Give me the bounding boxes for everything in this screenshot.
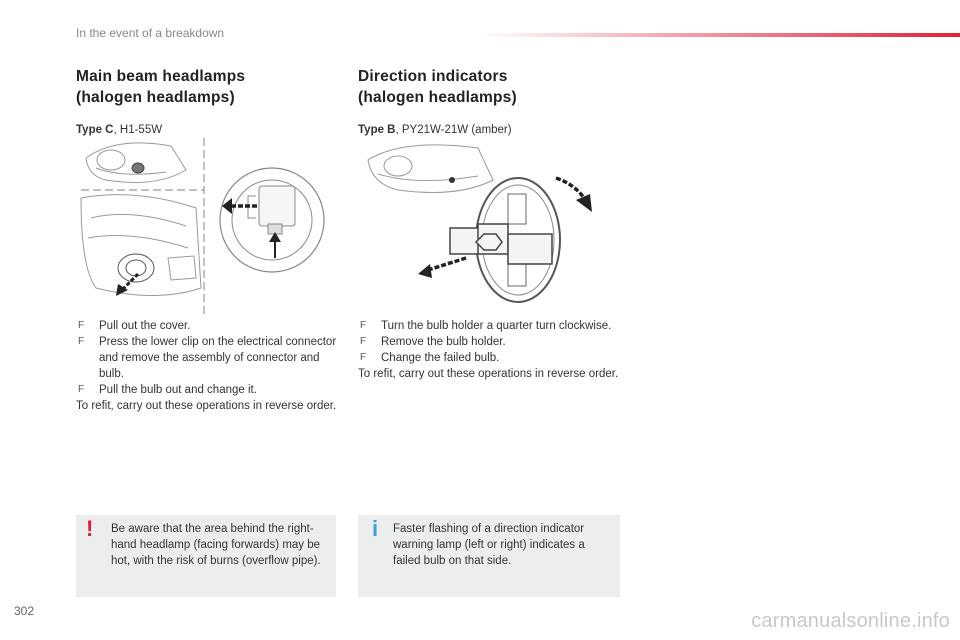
- direction-indicator-type-value: , PY21W-21W (amber): [395, 124, 512, 136]
- main-beam-type-value: , H1-55W: [113, 124, 163, 136]
- step-text: Pull the bulb out and change it.: [99, 384, 257, 396]
- step-text: Pull out the cover.: [99, 320, 191, 332]
- direction-indicator-steps: F Turn the bulb holder a quarter turn clo…: [358, 318, 620, 382]
- page-number: 302: [14, 604, 35, 618]
- section-title: In the event of a breakdown: [76, 26, 225, 40]
- step-marker-icon: F: [78, 336, 85, 347]
- step-marker-icon: F: [78, 384, 85, 395]
- main-beam-refit-text: To refit, carry out these operations in …: [76, 400, 337, 412]
- main-beam-step: F Pull the bulb out and change it.: [76, 382, 338, 398]
- info-icon: i: [372, 516, 379, 541]
- direction-indicator-refit-text: To refit, carry out these operations in …: [358, 368, 619, 380]
- direction-indicator-heading-line1: Direction indicators: [358, 68, 508, 85]
- header-accent-bar: [480, 33, 960, 37]
- direction-indicator-heading-line2: (halogen headlamps): [358, 89, 517, 106]
- main-beam-section: Main beam headlamps (halogen headlamps) …: [76, 66, 336, 136]
- direction-indicator-type-label: Type B: [358, 124, 396, 136]
- direction-indicator-section: Direction indicators (halogen headlamps)…: [358, 66, 618, 136]
- direction-indicator-step: F Change the failed bulb.: [358, 350, 620, 366]
- step-text: Remove the bulb holder.: [381, 336, 506, 348]
- main-beam-heading-line2: (halogen headlamps): [76, 89, 235, 106]
- step-marker-icon: F: [78, 320, 85, 331]
- main-beam-step: F Pull out the cover.: [76, 318, 338, 334]
- direction-indicator-illustration: [367, 144, 592, 303]
- step-marker-icon: F: [360, 352, 367, 363]
- main-beam-step: F Press the lower clip on the electrical …: [76, 334, 338, 382]
- main-beam-heading-line1: Main beam headlamps: [76, 68, 246, 85]
- main-beam-steps: F Pull out the cover. F Press the lower cl…: [76, 318, 338, 414]
- main-beam-illustration: [80, 138, 325, 316]
- step-text: Press the lower clip on the electrical c…: [99, 336, 337, 380]
- direction-indicator-step: F Remove the bulb holder.: [358, 334, 620, 350]
- main-beam-type-label: Type C: [76, 124, 114, 136]
- main-beam-bulb-type: Type C, H1-55W: [76, 124, 336, 136]
- step-text: Change the failed bulb.: [381, 352, 500, 364]
- direction-indicator-bulb-type: Type B, PY21W-21W (amber): [358, 124, 618, 136]
- step-text: Turn the bulb holder a quarter turn cloc…: [381, 320, 612, 332]
- warning-icon: !: [86, 516, 94, 541]
- watermark: carmanualsonline.info: [751, 610, 950, 632]
- info-note: i Faster flashing of a direction indicat…: [358, 515, 620, 597]
- step-marker-icon: F: [360, 336, 367, 347]
- direction-indicator-heading: Direction indicators (halogen headlamps): [358, 66, 618, 108]
- main-beam-heading: Main beam headlamps (halogen headlamps): [76, 66, 336, 108]
- info-note-text: Faster flashing of a direction indicator…: [393, 523, 585, 567]
- direction-indicator-step: F Turn the bulb holder a quarter turn clo…: [358, 318, 620, 334]
- step-marker-icon: F: [360, 320, 367, 331]
- warning-note: ! Be aware that the area behind the righ…: [76, 515, 336, 597]
- warning-note-text: Be aware that the area behind the right-…: [111, 523, 321, 567]
